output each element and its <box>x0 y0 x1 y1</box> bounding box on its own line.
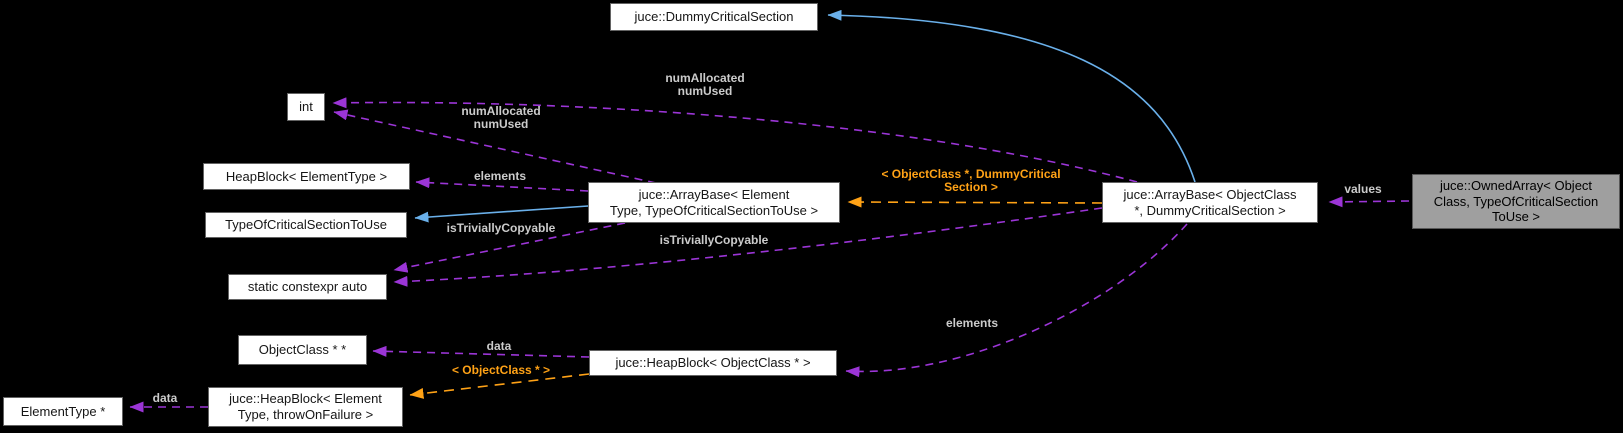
edge-arraybase-et-to-heapblock-et <box>415 177 589 192</box>
type-node-int: int <box>287 93 325 121</box>
class-node-heapblock-elementtype-throwonfailure[interactable]: juce::HeapBlock< Element Type, throwOnFa… <box>208 387 403 427</box>
edge-template-arraybase-oc-to-arraybase-et <box>847 196 1103 208</box>
edge-arraybase-oc-to-dummycriticalsection <box>827 9 1196 183</box>
class-node-arraybase-elementtype[interactable]: juce::ArrayBase< Element Type, TypeOfCri… <box>588 182 840 223</box>
class-node-dummycriticalsection[interactable]: juce::DummyCriticalSection <box>610 3 818 31</box>
edge-ownedarray-to-arraybase-oc <box>1328 196 1410 208</box>
edge-arraybase-et-to-static-auto <box>393 222 626 273</box>
type-node-objectclass-ptr-ptr: ObjectClass * * <box>238 335 367 365</box>
class-node-arraybase-objectclass[interactable]: juce::ArrayBase< ObjectClass *, DummyCri… <box>1102 182 1318 223</box>
current-class-node-ownedarray: juce::OwnedArray< Object Class, TypeOfCr… <box>1412 174 1620 229</box>
edge-arraybase-oc-to-int <box>332 97 1138 183</box>
edge-template-heapblock-ocp-to-heapblock-etf <box>409 373 590 399</box>
type-node-typeofcriticalsectiontouse: TypeOfCriticalSectionToUse <box>205 212 407 238</box>
class-node-heapblock-objectclass-ptr[interactable]: juce::HeapBlock< ObjectClass * > <box>589 350 837 376</box>
edge-arraybase-oc-to-static-auto <box>393 207 1103 287</box>
edge-heapblock-ocp-to-objectclass-pp <box>372 345 590 358</box>
class-node-heapblock-elementtype[interactable]: HeapBlock< ElementType > <box>203 163 410 190</box>
type-node-static-constexpr-auto: static constexpr auto <box>228 274 387 300</box>
edge-arraybase-oc-to-heapblock-ocp <box>845 223 1188 378</box>
type-node-elementtype-ptr: ElementType * <box>3 397 123 426</box>
edge-arraybase-et-to-typeofcriticalsectiontouse <box>414 205 589 223</box>
